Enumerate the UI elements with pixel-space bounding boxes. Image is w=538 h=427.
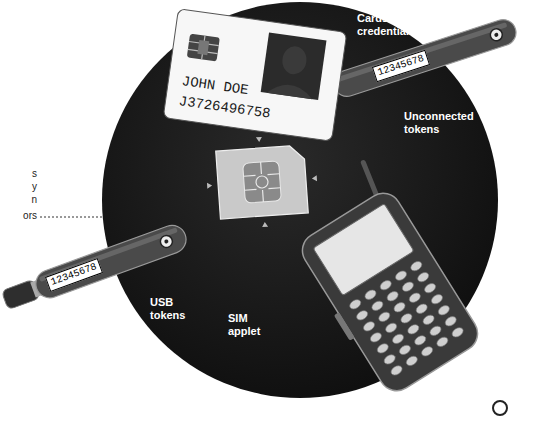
cut-off-note: ors (23, 210, 37, 222)
category-label: SIM applet (228, 312, 270, 338)
category-label: USB tokens (150, 296, 192, 322)
keypad-key (370, 299, 384, 312)
keypad-key (420, 345, 434, 358)
keypad-key (355, 309, 369, 322)
keypad-key (401, 280, 415, 293)
keypad-key (435, 335, 449, 348)
keypad-key (398, 343, 412, 356)
keypad-key (414, 302, 428, 315)
category-label: Cards and credentials (357, 12, 423, 38)
cut-off-note: y (32, 181, 37, 193)
keypad-key (430, 293, 444, 306)
keypad-key (394, 269, 408, 282)
category-label: Unconnected tokens (404, 110, 479, 136)
keypad-key (382, 353, 396, 366)
keypad-key (413, 334, 427, 347)
keypad-key (377, 310, 391, 323)
keypad-key (379, 279, 393, 292)
pda-device (273, 158, 484, 400)
keypad-key (376, 342, 390, 355)
keypad-key (408, 291, 422, 304)
keypad-key (363, 288, 377, 301)
card-number: J3726496758 (178, 93, 272, 122)
keypad-key (406, 323, 420, 336)
page-mark (493, 401, 507, 415)
keypad-key (369, 331, 383, 344)
keypad-key (389, 364, 403, 377)
keypad-key (385, 290, 399, 303)
keypad-key (416, 271, 430, 284)
keypad-key (399, 312, 413, 325)
cut-off-note: s (32, 168, 37, 180)
leader-line (40, 217, 103, 218)
token-display: 12345678 (45, 258, 103, 292)
keypad-key (437, 304, 451, 317)
keypad-key (409, 260, 423, 273)
keypad-key (392, 301, 406, 314)
keypad-key (405, 354, 419, 367)
keypad-key (428, 324, 442, 337)
keypad-key (384, 321, 398, 334)
keypad-key (391, 332, 405, 345)
keypad-key (423, 282, 437, 295)
token-display: 12345678 (372, 49, 430, 82)
cut-off-note: n (31, 194, 37, 206)
keypad-key (348, 298, 362, 311)
keypad-key (362, 320, 376, 333)
sim-card (204, 133, 320, 230)
keypad-key (444, 315, 458, 328)
keypad-key (421, 313, 435, 326)
keypad-key (450, 326, 464, 339)
smart-card (163, 9, 347, 142)
